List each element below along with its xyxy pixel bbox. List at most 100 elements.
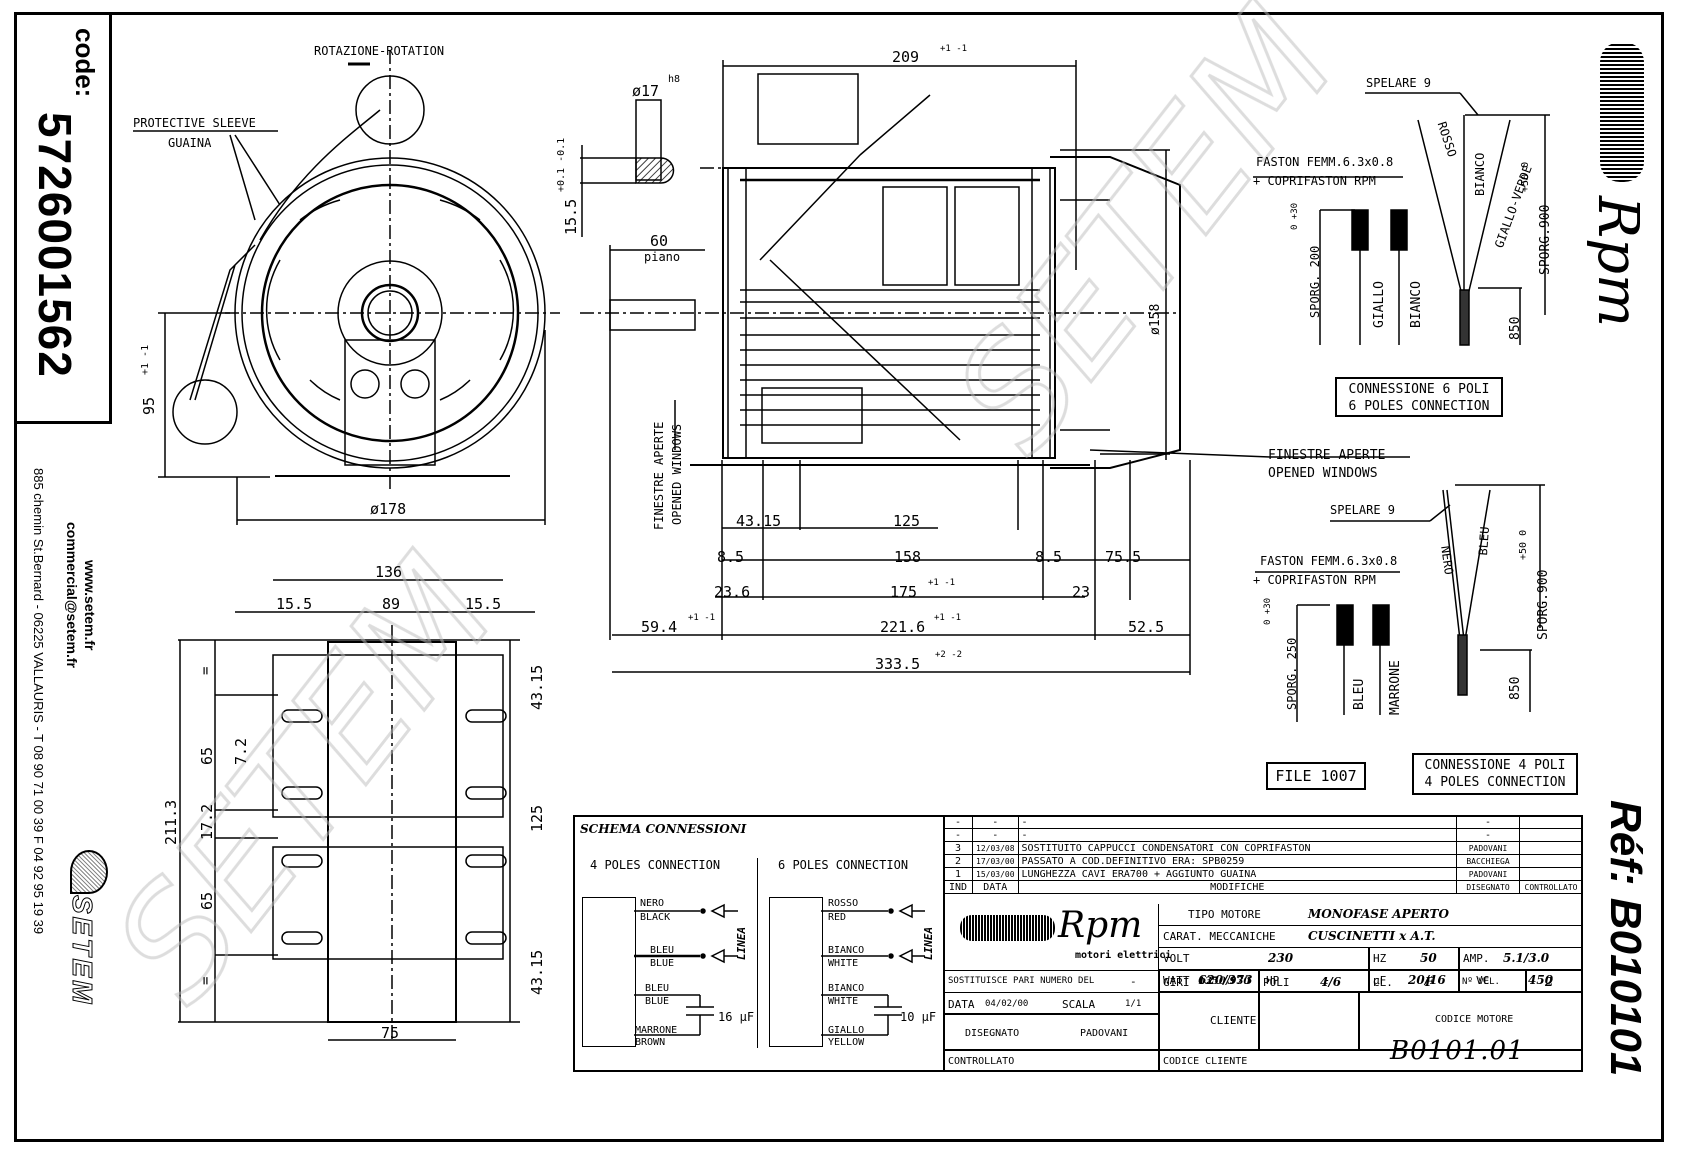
schema-four-wire-1-it: NERO bbox=[640, 898, 665, 909]
cl-label: CL. bbox=[1373, 976, 1393, 989]
revision-row: ---- bbox=[943, 828, 1583, 842]
scala-value: 1/1 bbox=[1125, 999, 1142, 1009]
hz-value: 50 bbox=[1420, 951, 1437, 965]
giri-dividers bbox=[1525, 970, 1527, 992]
six-dim-850: 850 bbox=[1508, 316, 1523, 340]
data-value: 04/02/00 bbox=[985, 999, 1029, 1009]
rev-checked bbox=[1519, 828, 1583, 842]
schema-six-wire-4-en: YELLOW bbox=[828, 1037, 865, 1048]
dim-8-5-right: 8.5 bbox=[1035, 548, 1063, 566]
carat-label: CARAT. MECCANICHE bbox=[1163, 930, 1276, 943]
sleeve-label-it: GUAINA bbox=[168, 136, 212, 150]
four-bundle-wire-2: BLEU bbox=[1476, 526, 1492, 556]
four-wire-1: BLEU bbox=[1352, 678, 1367, 710]
base-eq-bottom: = bbox=[198, 976, 214, 985]
rev-date: 17/03/00 bbox=[972, 854, 1019, 868]
dim-158-diameter: ø158 bbox=[1148, 303, 1163, 335]
bottom-divider-v1 bbox=[1158, 970, 1160, 1072]
windows-label-en: OPENED WINDOWS bbox=[670, 423, 684, 525]
data-label: DATA bbox=[948, 998, 975, 1011]
watt-label: WATT bbox=[1163, 974, 1190, 987]
four-box-line2: 4 POLES CONNECTION bbox=[1424, 775, 1566, 790]
schema-four-wire-2-en: BLUE bbox=[650, 958, 675, 969]
schema-six-motor-box bbox=[769, 897, 823, 1047]
front-foot bbox=[344, 339, 436, 466]
tipo-motore-value: MONOFASE APERTO bbox=[1308, 907, 1449, 921]
rev-desc: SOSTITUITO CAPPUCCI CONDENSATORI CON COP… bbox=[1017, 841, 1458, 855]
six-spelare: SPELARE 9 bbox=[1366, 76, 1432, 90]
dim-158: 158 bbox=[894, 548, 922, 566]
base-eq-top: = bbox=[198, 666, 214, 675]
six-sporg-short: SPORG. 200 bbox=[1308, 245, 1322, 318]
schema-four-wire-3-en: BLUE bbox=[645, 996, 670, 1007]
rev-header-desc: MODIFICHE bbox=[1017, 880, 1458, 894]
schema-title: SCHEMA CONNESSIONI bbox=[580, 822, 747, 836]
bottom-row-line bbox=[943, 1049, 1583, 1051]
bottom-divider-v3 bbox=[1258, 970, 1260, 992]
six-wire-2: BIANCO bbox=[1409, 281, 1424, 328]
rev-date: 15/03/00 bbox=[972, 867, 1019, 881]
giri-label: GIRI bbox=[1163, 976, 1190, 989]
base-dim-17-2: 17.2 bbox=[198, 803, 216, 840]
side-capacitor-bottom bbox=[761, 387, 863, 444]
rev-checked bbox=[1519, 815, 1583, 829]
rpm-logo-icon bbox=[1600, 42, 1644, 182]
rev-header-ind: IND bbox=[943, 880, 973, 894]
four-sporg-short: SPORG. 250 bbox=[1285, 637, 1299, 710]
base-dim-15-5-left: 15.5 bbox=[276, 595, 313, 613]
shaft bbox=[609, 299, 696, 331]
schema-four-wire-1-en: BLACK bbox=[640, 912, 671, 923]
dim-95: 95 bbox=[140, 396, 158, 415]
rotation-label: ROTAZIONE-ROTATION bbox=[314, 44, 445, 58]
four-sporg-long-tol: +50 0 bbox=[1518, 529, 1529, 560]
bottom-divider-v4 bbox=[1358, 992, 1360, 1049]
six-box-line1: CONNESSIONE 6 POLI bbox=[1348, 382, 1490, 397]
schema-six-wire-3-en: WHITE bbox=[828, 996, 859, 1007]
bottom-block bbox=[943, 992, 1583, 1073]
rev-desc: LUNGHEZZA CAVI ERA700 + AGGIUNTO GUAINA bbox=[1017, 867, 1458, 881]
base-dim-15-5-right: 15.5 bbox=[465, 595, 502, 613]
rev-checked bbox=[1519, 841, 1583, 855]
dim-209: 209 bbox=[892, 48, 920, 66]
rev-header-drawn: DISEGNATO bbox=[1456, 880, 1520, 894]
sostituisce-label: SOSTITUISCE PARI NUMERO DEL bbox=[948, 976, 1095, 986]
rev-drawn: PADOVANI bbox=[1456, 841, 1520, 855]
schema-six-wire-2-en: WHITE bbox=[828, 958, 859, 969]
base-dim-65-bottom: 65 bbox=[198, 891, 216, 910]
schema-four-linea: LINEA bbox=[735, 926, 748, 960]
base-dim-211-3: 211.3 bbox=[162, 799, 180, 845]
six-coprifaston: + COPRIFASTON RPM bbox=[1253, 174, 1376, 188]
six-poles-box: CONNESSIONE 6 POLI 6 POLES CONNECTION bbox=[1335, 377, 1503, 417]
four-wire-2: MARRONE bbox=[1388, 660, 1403, 715]
schema-six-title: 6 POLES CONNECTION bbox=[778, 858, 909, 872]
codice-motore-label: CODICE MOTORE bbox=[1435, 1014, 1514, 1025]
front-cap-left bbox=[172, 379, 238, 445]
schema-six-cap: 10 µF bbox=[900, 1010, 937, 1024]
shaft-fit: h8 bbox=[668, 74, 681, 85]
schema-six-wire-1-en: RED bbox=[828, 912, 847, 923]
schema-six-wire-4-it: GIALLO bbox=[828, 1025, 865, 1036]
rev-ind: - bbox=[943, 815, 973, 829]
base-dim-136: 136 bbox=[375, 563, 403, 581]
bottom-divider-v5 bbox=[1258, 992, 1260, 1049]
schema-four-motor-box bbox=[582, 897, 636, 1047]
codice-cliente-label: CODICE CLIENTE bbox=[1163, 1056, 1248, 1067]
dim-95-tol: +1 -1 bbox=[140, 344, 151, 375]
rev-desc: - bbox=[1017, 815, 1458, 829]
dim-59-4: 59.4 bbox=[641, 618, 678, 636]
nvel-label: Nº VEL. bbox=[1462, 977, 1500, 987]
shaft-flat-dim: 15.5 bbox=[562, 198, 580, 235]
dim-125: 125 bbox=[893, 512, 921, 530]
schema-six-wire-2-it: BIANCO bbox=[828, 945, 865, 956]
title-logo-cell bbox=[943, 904, 1159, 970]
revision-row: ---- bbox=[943, 815, 1583, 829]
six-sporg-short-tol: 0 +30 bbox=[1290, 202, 1300, 230]
schema-six-linea: LINEA bbox=[922, 926, 935, 960]
rev-header-date: DATA bbox=[972, 880, 1019, 894]
dim-8-5-left: 8.5 bbox=[717, 548, 745, 566]
schema-four-cap: 16 µF bbox=[718, 1010, 755, 1024]
base-dim-7-2: 7.2 bbox=[232, 737, 250, 765]
shaft-flat-tol: +0.1 -0.1 bbox=[556, 137, 567, 192]
six-faston: FASTON FEMM.6.3x0.8 bbox=[1256, 155, 1394, 169]
